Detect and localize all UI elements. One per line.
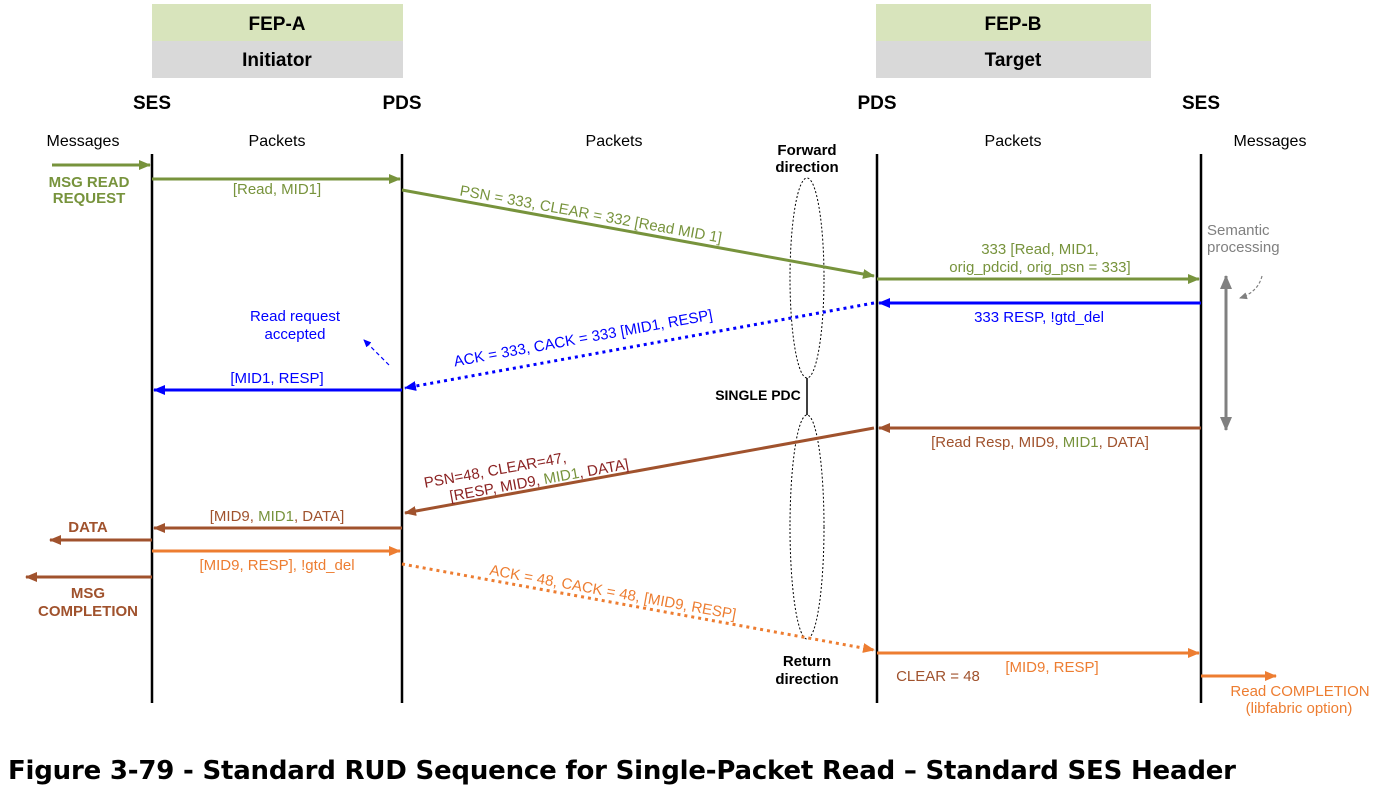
- forward-direction-line1: Forward: [777, 142, 836, 159]
- read-resp-label-part3: , DATA]: [1099, 434, 1149, 451]
- col-messages-left: Messages: [47, 133, 120, 150]
- forward-direction-line2: direction: [775, 159, 838, 176]
- mid9-data-label-part1: [MID9,: [210, 508, 258, 525]
- figure-caption: Figure 3-79 - Standard RUD Sequence for …: [8, 756, 1236, 786]
- mid9-data-label: [MID9, MID1, DATA]: [210, 508, 344, 525]
- fep-a-header: FEP-A Initiator: [152, 4, 403, 78]
- col-messages-right: Messages: [1234, 133, 1307, 150]
- col-packets-a: Packets: [249, 133, 306, 150]
- read-resp-label-mid1: MID1: [1063, 434, 1099, 451]
- psn48-label-line2-mid1: MID1: [542, 465, 580, 488]
- return-pdc-ellipse: [789, 414, 825, 640]
- clear48-label: CLEAR = 48: [896, 668, 980, 685]
- lane-ses-b: SES: [1182, 93, 1220, 114]
- ack48-arrow: [401, 562, 875, 653]
- read-completion-line1: Read COMPLETION: [1230, 683, 1369, 700]
- msg-completion-line1: MSG: [71, 585, 105, 602]
- semantic-pointer-icon: [1239, 275, 1263, 300]
- psn48-arrow: [404, 426, 875, 516]
- target-read-label-line2: orig_pdcid, orig_psn = 333]: [949, 259, 1130, 276]
- fep-b-header: FEP-B Target: [876, 4, 1151, 78]
- read-accepted-line1: Read request: [250, 308, 341, 325]
- read-accepted-line2: accepted: [265, 326, 326, 343]
- msg-read-label-line1: MSG READ: [49, 174, 130, 191]
- semantic-processing-line2: processing: [1207, 239, 1280, 256]
- ack-333-label: ACK = 333, CACK = 333 [MID1, RESP]: [452, 307, 713, 371]
- lane-pds-a: PDS: [382, 93, 421, 114]
- fep-b-role: Target: [985, 50, 1042, 71]
- mid9-data-label-mid1: MID1: [258, 508, 294, 525]
- target-read-label-line1: 333 [Read, MID1,: [981, 241, 1099, 258]
- col-packets-mid: Packets: [586, 133, 643, 150]
- fep-b-name: FEP-B: [985, 14, 1042, 35]
- read-completion-line2: (libfabric option): [1246, 700, 1353, 717]
- mid9-resp-gtd-label: [MID9, RESP], !gtd_del: [199, 557, 354, 574]
- sequence-diagram: FEP-A Initiator FEP-B Target SES PDS PDS…: [25, 4, 1370, 717]
- fep-a-name: FEP-A: [249, 14, 306, 35]
- ack-333-arrow: [404, 301, 875, 391]
- psn-clear-label: PSN = 333, CLEAR = 332 [Read MID 1]: [458, 182, 723, 246]
- read-resp-label-part1: [Read Resp, MID9,: [931, 434, 1063, 451]
- lane-ses-a: SES: [133, 93, 171, 114]
- psn-clear-arrow: [401, 188, 875, 279]
- forward-pdc-ellipse: [789, 177, 825, 379]
- read-accepted-pointer-icon: [363, 339, 390, 366]
- mid9-resp-final-label: [MID9, RESP]: [1005, 659, 1098, 676]
- data-label: DATA: [68, 519, 108, 536]
- single-pdc-label: SINGLE PDC: [715, 387, 801, 403]
- read-resp-label: [Read Resp, MID9, MID1, DATA]: [931, 434, 1149, 451]
- return-direction-line1: Return: [783, 653, 831, 670]
- lane-pds-b: PDS: [857, 93, 896, 114]
- msg-read-label-line2: REQUEST: [53, 190, 126, 207]
- mid1-resp-label: [MID1, RESP]: [230, 370, 323, 387]
- mid9-data-label-part3: , DATA]: [294, 508, 344, 525]
- ack48-label: ACK = 48, CACK = 48, [MID9, RESP]: [488, 562, 737, 623]
- semantic-processing-line1: Semantic: [1207, 222, 1270, 239]
- read-mid1-label: [Read, MID1]: [233, 181, 321, 198]
- col-packets-b: Packets: [985, 133, 1042, 150]
- msg-completion-line2: COMPLETION: [38, 603, 138, 620]
- resp-333-label: 333 RESP, !gtd_del: [974, 309, 1104, 326]
- return-direction-line2: direction: [775, 671, 838, 688]
- single-pdc-group: Forward direction SINGLE PDC Return dire…: [715, 142, 838, 688]
- fep-a-role: Initiator: [242, 50, 312, 71]
